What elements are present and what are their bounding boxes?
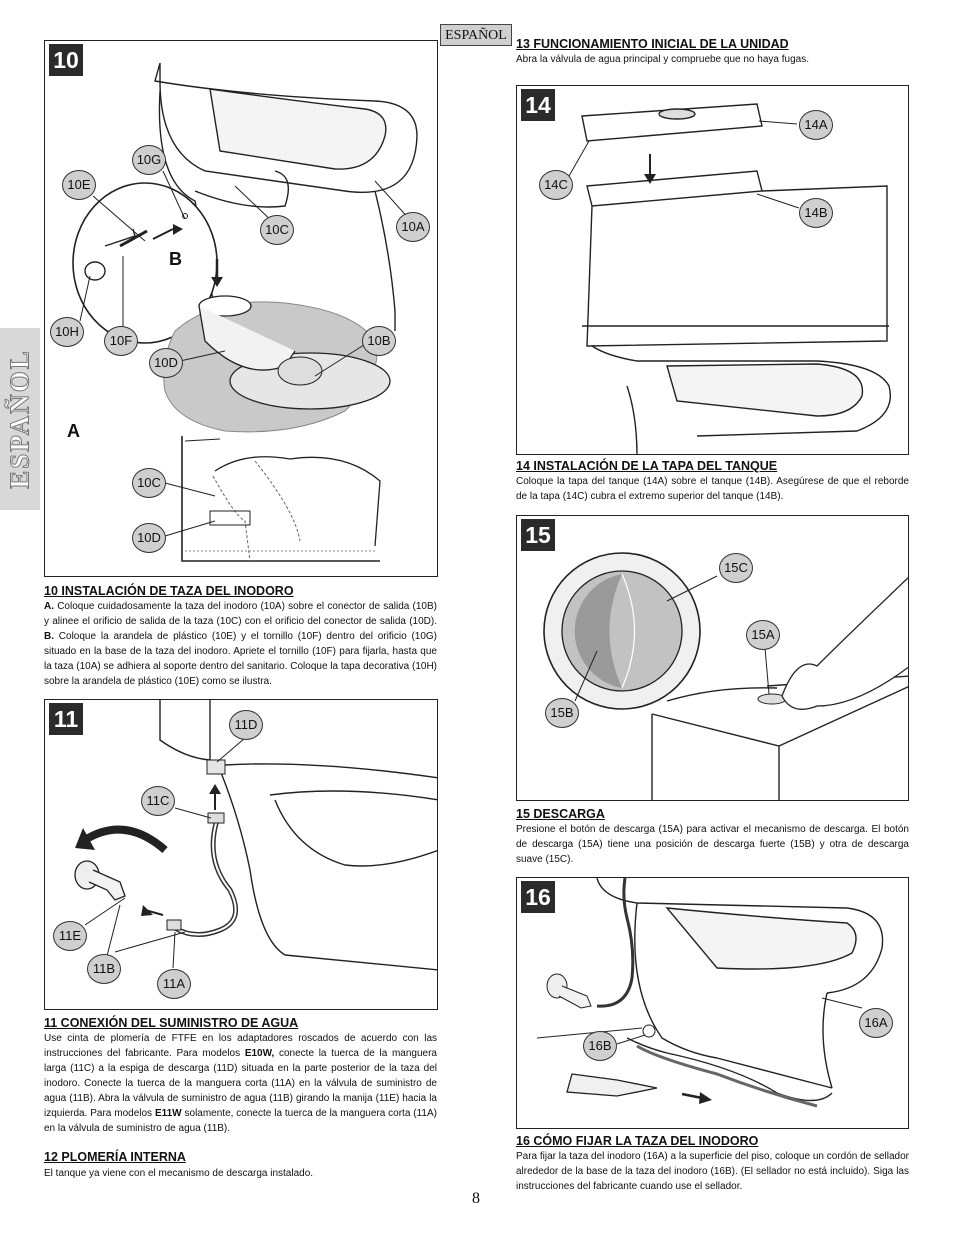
callout-15b: 15B (545, 698, 579, 728)
label-b: B (169, 249, 182, 269)
side-tab-label: ESPAÑOL (4, 349, 35, 490)
label-a: A (67, 421, 80, 441)
step-10-body: A. Coloque cuidadosamente la taza del in… (44, 599, 437, 689)
callout-11a: 11A (157, 969, 191, 999)
toilet-bowl-install-illustration (72, 62, 418, 562)
callout-10f: 10F (104, 326, 138, 356)
step-11-body: Use cinta de plomería de FTFE en los ada… (44, 1031, 437, 1136)
step-14-heading: 14 INSTALACIÓN DE LA TAPA DEL TANQUE (516, 459, 778, 473)
callout-10e: 10E (62, 170, 96, 200)
callout-10d: 10D (149, 348, 183, 378)
callout-15a: 15A (746, 620, 780, 650)
step-number: 11 (49, 703, 83, 735)
step-15-body: Presione el botón de descarga (15A) para… (516, 824, 909, 865)
callout-14a: 14A (799, 110, 833, 140)
step-number: 14 (521, 89, 555, 121)
figure-step-10: 10 (44, 40, 438, 577)
step-11-model-1: E10W, (244, 1048, 275, 1059)
step-14-body: Coloque la tapa del tanque (14A) sobre e… (516, 476, 909, 502)
step-13-body: Abra la válvula de agua principal y comp… (516, 54, 809, 65)
callout-10d-section: 10D (132, 523, 166, 553)
language-label: ESPAÑOL (440, 24, 512, 46)
callout-15c: 15C (719, 553, 753, 583)
callout-10a: 10A (396, 212, 430, 242)
flush-button-illustration (543, 552, 908, 800)
callout-16a: 16A (859, 1008, 893, 1038)
callout-10b: 10B (362, 326, 396, 356)
step-16-body: Para fijar la taza del inodoro (16A) a l… (516, 1151, 910, 1192)
step-12-heading: 12 PLOMERÍA INTERNA (44, 1150, 186, 1164)
language-side-tab: ESPAÑOL (0, 328, 40, 510)
step-11-text-1: Use cinta de plomería de FTFE en los ada… (44, 1033, 437, 1059)
callout-10g: 10G (132, 145, 166, 175)
step-13-heading: 13 FUNCIONAMIENTO INICIAL DE LA UNIDAD (516, 37, 789, 51)
tank-lid-illustration (568, 103, 891, 454)
figure-step-14: 14 14A 14C 14B (516, 85, 909, 455)
callout-11c: 11C (141, 786, 175, 816)
figure-step-11: 11 11D 11C (44, 699, 438, 1010)
step-16-heading: 16 CÓMO FIJAR LA TAZA DEL INODORO (516, 1134, 759, 1148)
step-number: 15 (521, 519, 555, 551)
callout-11d: 11D (229, 710, 263, 740)
page-number: 8 (472, 1190, 480, 1207)
callout-10c-section: 10C (132, 468, 166, 498)
step-15-heading: 15 DESCARGA (516, 807, 605, 821)
step-10-a-text: Coloque cuidadosamente la taza del inodo… (44, 601, 437, 627)
step-12-body: El tanque ya viene con el mecanismo de d… (44, 1168, 314, 1179)
water-supply-illustration (74, 700, 437, 971)
step-11-text-2: conecte la tuerca de la manguera larga (… (44, 1048, 437, 1119)
callout-14b: 14B (799, 198, 833, 228)
callout-14c: 14C (539, 170, 573, 200)
step-number: 16 (521, 881, 555, 913)
step-number: 10 (49, 44, 83, 76)
callout-11e: 11E (53, 921, 87, 951)
step-10-a-label: A. (44, 601, 54, 612)
step-11-model-2: E11W (154, 1108, 182, 1119)
callout-10c: 10C (260, 215, 294, 245)
callout-10h: 10H (50, 317, 84, 347)
step-11-heading: 11 CONEXIÓN DEL SUMINISTRO DE AGUA (44, 1016, 299, 1030)
callout-11b: 11B (87, 954, 121, 984)
figure-step-16: 16 16A 16B (516, 877, 909, 1129)
figure-step-15: 15 15C 15A 15B (516, 515, 909, 801)
step-10-b-label: B. (44, 631, 54, 642)
callout-16b: 16B (583, 1031, 617, 1061)
step-10-heading: 10 INSTALACIÓN DE TAZA DEL INODORO (44, 584, 294, 598)
step-11-text-3: solamente, conecte la tuerca de la mangu… (44, 1108, 437, 1134)
step-10-b-text: Coloque la arandela de plástico (10E) y … (44, 631, 438, 687)
seal-bowl-illustration (536, 878, 884, 1108)
